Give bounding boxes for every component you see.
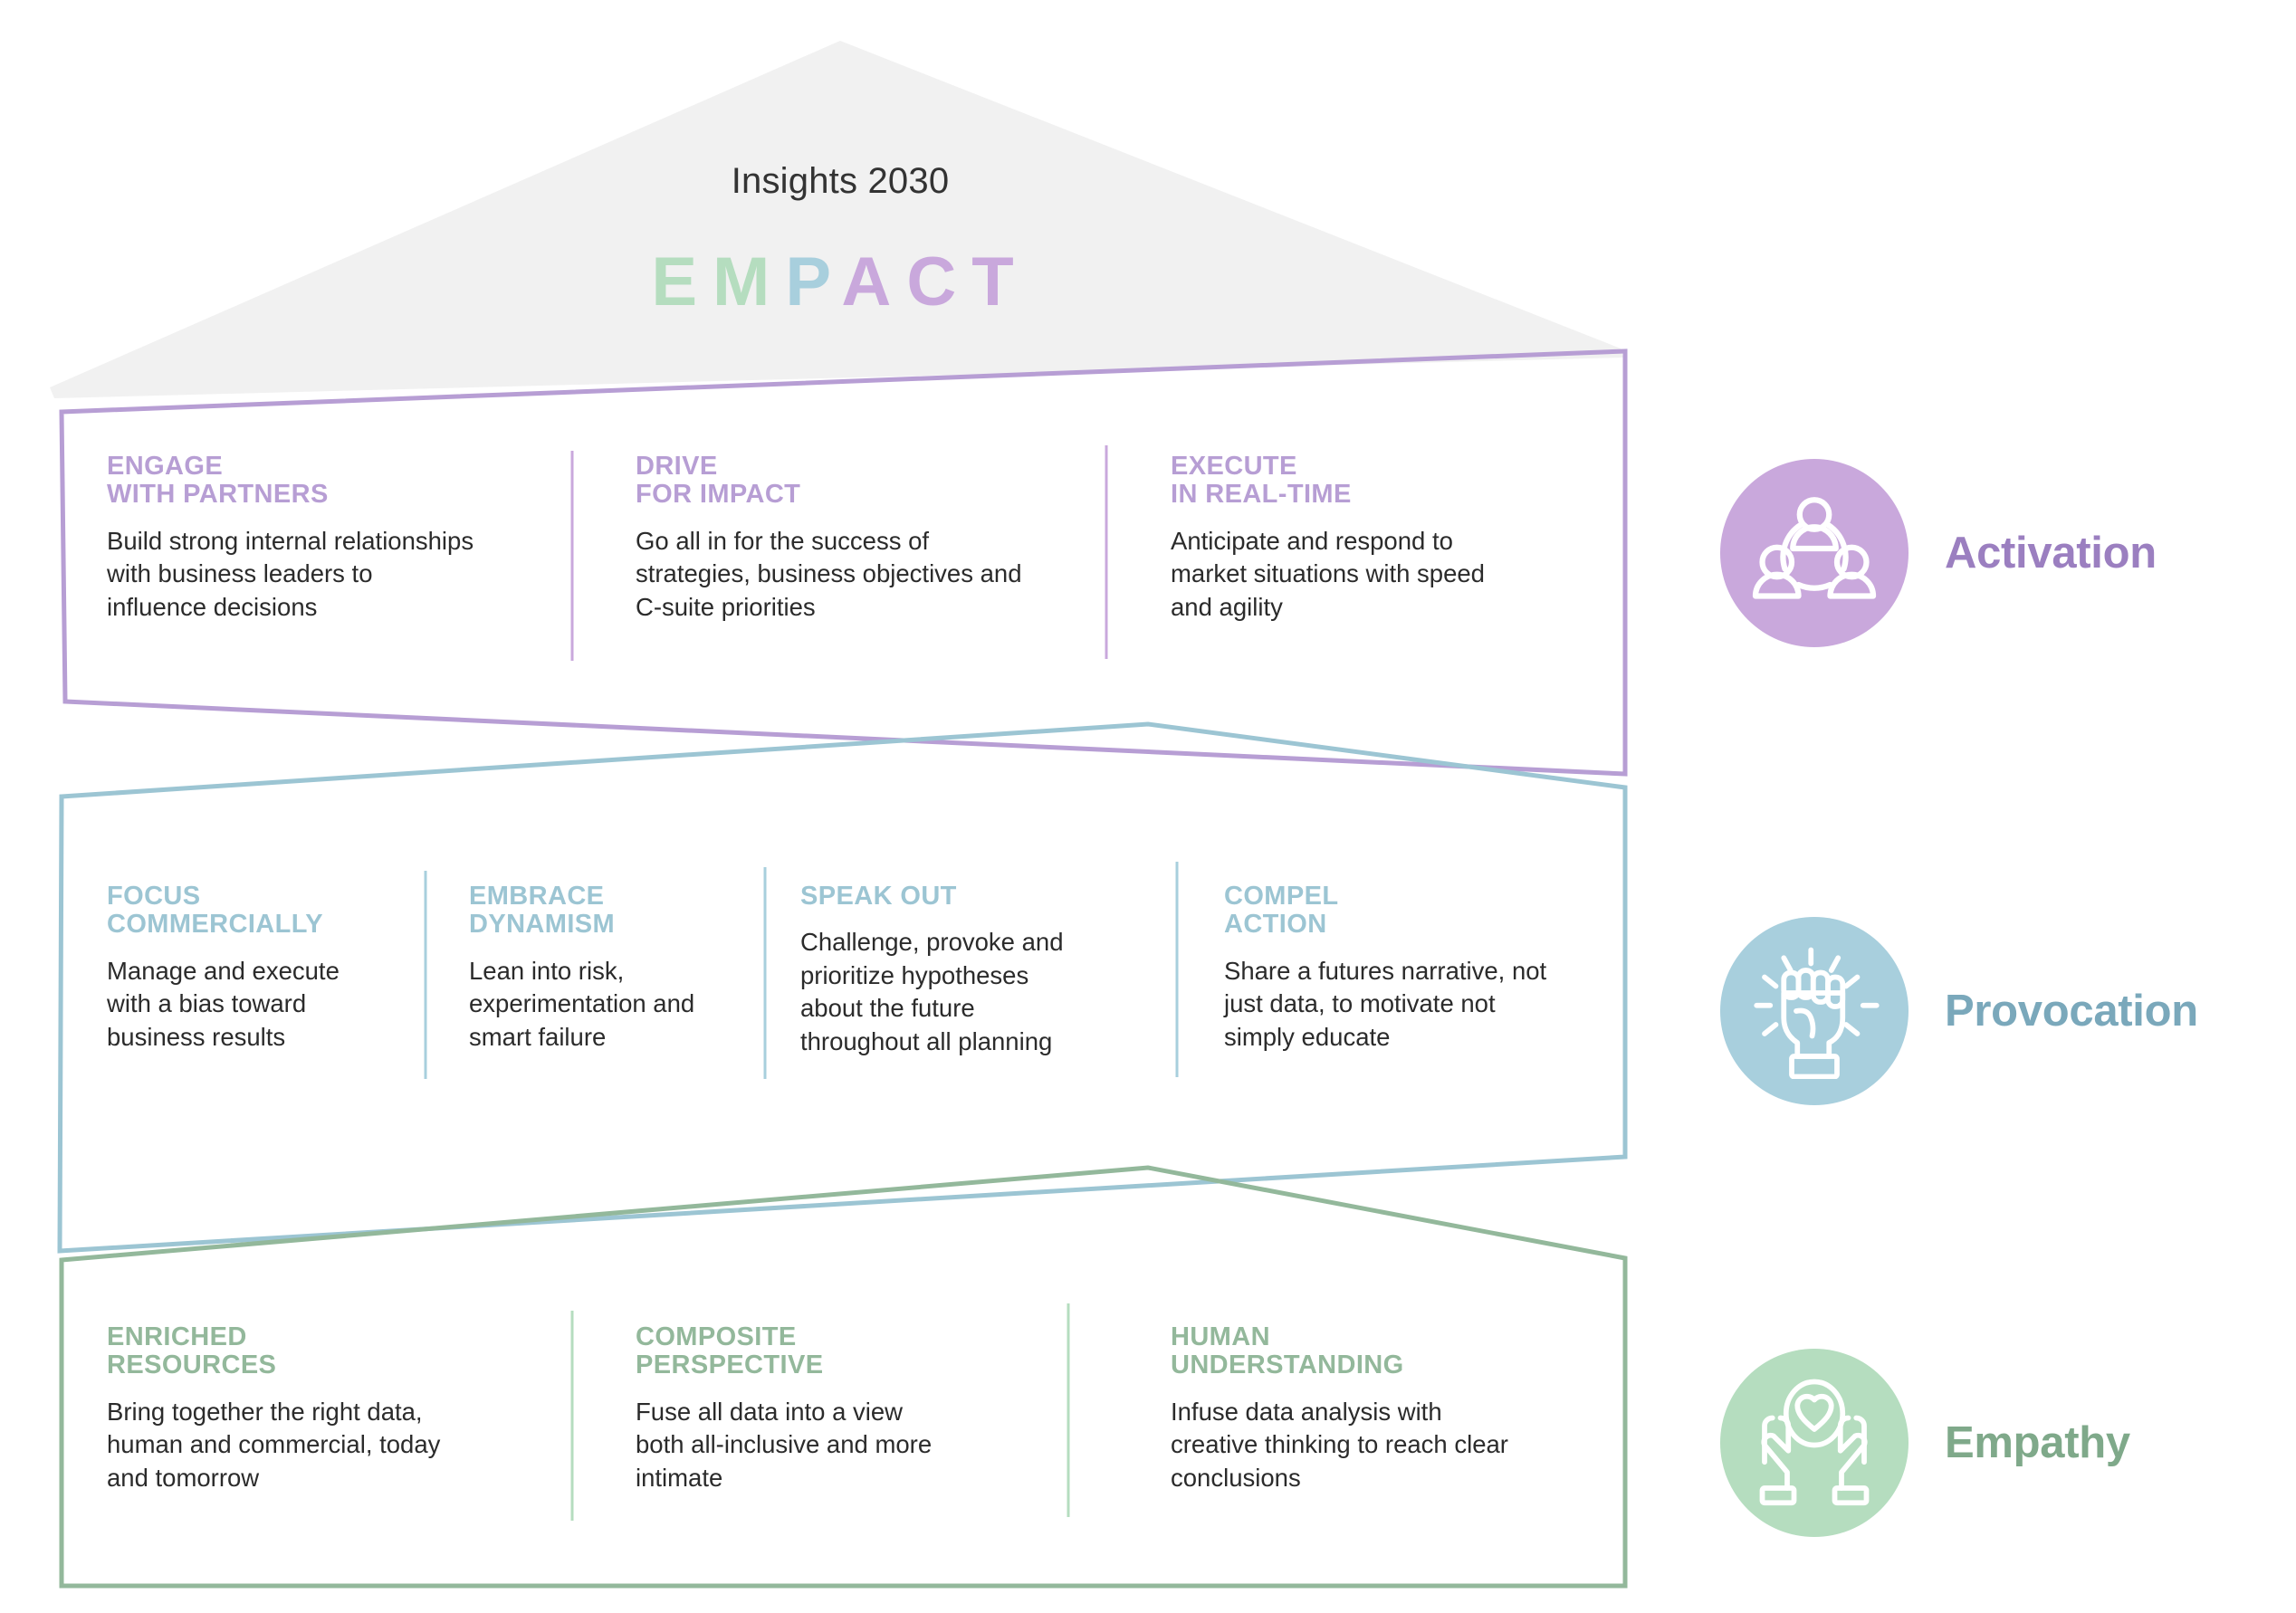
column-title: DRIVE FOR IMPACT [636,452,801,510]
column-body: Share a futures narrative, not just data… [1224,956,1547,1051]
provocation-column-compel: COMPEL ACTION Share a futures narrative,… [1224,882,1613,1054]
provocation-badge [1720,917,1909,1105]
column-body: Build strong internal relationships with… [107,526,474,621]
acronym-letter-e: E [651,243,713,320]
acronym-letter-c: C [906,243,972,320]
provocation-column-speak-out: SPEAK OUT Challenge, provoke and priorit… [800,882,1126,1059]
activation-column-engage: ENGAGE WITH PARTNERS Build strong intern… [107,452,560,624]
column-body: Go all in for the success of strategies,… [636,526,1022,621]
column-title: EMBRACE DYNAMISM [469,882,616,940]
column-title: EXECUTE IN REAL-TIME [1171,452,1352,510]
empathy-column-enriched: ENRICHED RESOURCES Bring together the ri… [107,1322,532,1494]
pillar-activation[interactable]: Activation [1720,459,2157,647]
provocation-column-focus: FOCUS COMMERCIALLY Manage and execute wi… [107,882,424,1054]
acronym-letter-a: A [841,243,907,320]
acronym-letter-p: P [785,243,842,320]
pillar-label: Provocation [1945,987,2198,1036]
empathy-badge [1720,1349,1909,1537]
activation-column-drive: DRIVE FOR IMPACT Go all in for the succe… [636,452,1115,624]
roof-acronym: EMPACT [0,243,1680,321]
column-body: Bring together the right data, human and… [107,1397,441,1492]
roof-title: Insights 2030 [731,161,950,201]
column-title: SPEAK OUT [800,882,957,911]
column-body: Anticipate and respond to market situati… [1171,526,1485,621]
column-title: FOCUS COMMERCIALLY [107,882,323,940]
empathy-column-composite: COMPOSITE PERSPECTIVE Fuse all data into… [636,1322,1016,1494]
column-body: Manage and execute with a bias toward bu… [107,956,340,1051]
activation-badge [1720,459,1909,647]
acronym-letter-m: M [713,243,786,320]
provocation-column-embrace: EMBRACE DYNAMISM Lean into risk, experim… [469,882,768,1054]
column-title: HUMAN UNDERSTANDING [1171,1322,1404,1380]
roof-shape [50,41,1623,398]
raised-fist-icon [1754,947,1880,1079]
column-title: COMPEL ACTION [1224,882,1339,940]
empathy-column-human: HUMAN UNDERSTANDING Infuse data analysis… [1171,1322,1596,1494]
activation-column-execute: EXECUTE IN REAL-TIME Anticipate and resp… [1171,452,1596,624]
column-title: COMPOSITE PERSPECTIVE [636,1322,824,1380]
pillar-empathy[interactable]: Empathy [1720,1349,2130,1537]
pillar-label: Activation [1945,529,2157,577]
column-title: ENRICHED RESOURCES [107,1322,277,1380]
pillar-label: Empathy [1945,1418,2130,1467]
column-title: ENGAGE WITH PARTNERS [107,452,329,510]
people-network-icon [1752,497,1877,599]
column-body: Fuse all data into a view both all-inclu… [636,1397,933,1492]
column-body: Lean into risk, experimentation and smar… [469,956,695,1051]
column-body: Infuse data analysis with creative think… [1171,1397,1508,1492]
hands-heart-icon [1759,1379,1870,1506]
column-body: Challenge, provoke and prioritize hypoth… [800,928,1064,1055]
acronym-letter-t: T [971,243,1029,320]
pillar-provocation[interactable]: Provocation [1720,917,2198,1105]
